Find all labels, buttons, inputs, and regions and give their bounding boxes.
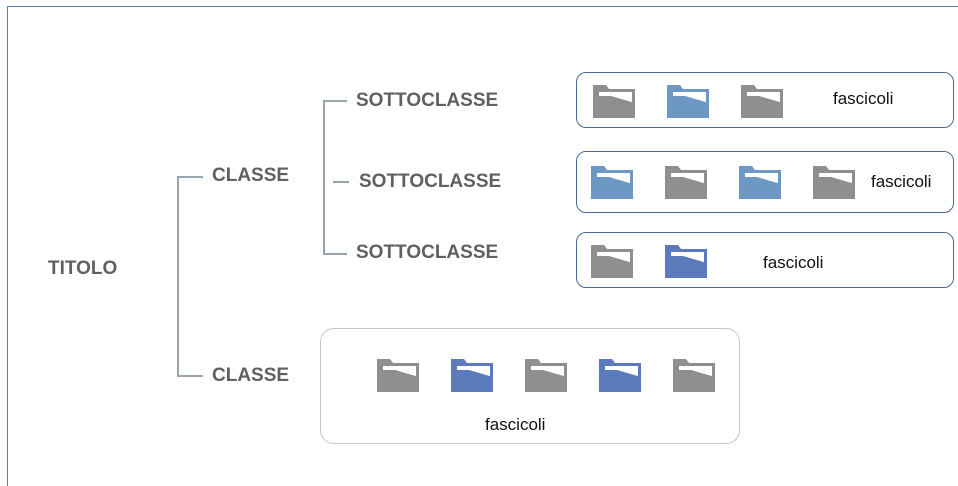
folder-icon bbox=[671, 355, 717, 395]
diagram-frame bbox=[7, 6, 958, 486]
folder-icon bbox=[591, 81, 637, 121]
folder-icon bbox=[665, 81, 711, 121]
subclass-label: SOTTOCLASSE bbox=[356, 242, 499, 263]
folder-icon bbox=[811, 162, 857, 202]
folder-icon bbox=[375, 355, 421, 395]
folder-icon bbox=[663, 241, 709, 281]
subclass-label: SOTTOCLASSE bbox=[359, 171, 502, 192]
connector-class-1 bbox=[177, 176, 203, 178]
connector-class-2 bbox=[177, 375, 203, 377]
folder-icon bbox=[597, 355, 643, 395]
folder-icon bbox=[449, 355, 495, 395]
folder-icon bbox=[523, 355, 569, 395]
class-label: CLASSE bbox=[212, 365, 290, 386]
subclass-label: SOTTOCLASSE bbox=[356, 90, 499, 111]
fascicoli-label: fascicoli bbox=[485, 415, 546, 434]
folder-icon bbox=[589, 241, 635, 281]
fascicoli-label: fascicoli bbox=[833, 89, 894, 108]
folder-icon bbox=[589, 162, 635, 202]
connector-title-classes bbox=[177, 176, 179, 376]
fascicoli-label: fascicoli bbox=[763, 253, 824, 272]
fascicoli-box: fascicoli bbox=[320, 328, 740, 444]
connector-subclass-2 bbox=[333, 181, 349, 183]
fascicoli-box: fascicoli bbox=[576, 151, 954, 213]
title-label: TITOLO bbox=[48, 258, 118, 279]
class-label: CLASSE bbox=[212, 165, 290, 186]
folder-icon bbox=[663, 162, 709, 202]
connector-subclass-1 bbox=[323, 100, 347, 102]
fascicoli-box: fascicoli bbox=[576, 232, 954, 288]
folder-icon bbox=[737, 162, 783, 202]
fascicoli-box: fascicoli bbox=[576, 72, 954, 128]
connector-subclass-3 bbox=[323, 253, 347, 255]
fascicoli-label: fascicoli bbox=[871, 172, 932, 191]
folder-icon bbox=[739, 81, 785, 121]
connector-subclasses bbox=[323, 100, 325, 254]
